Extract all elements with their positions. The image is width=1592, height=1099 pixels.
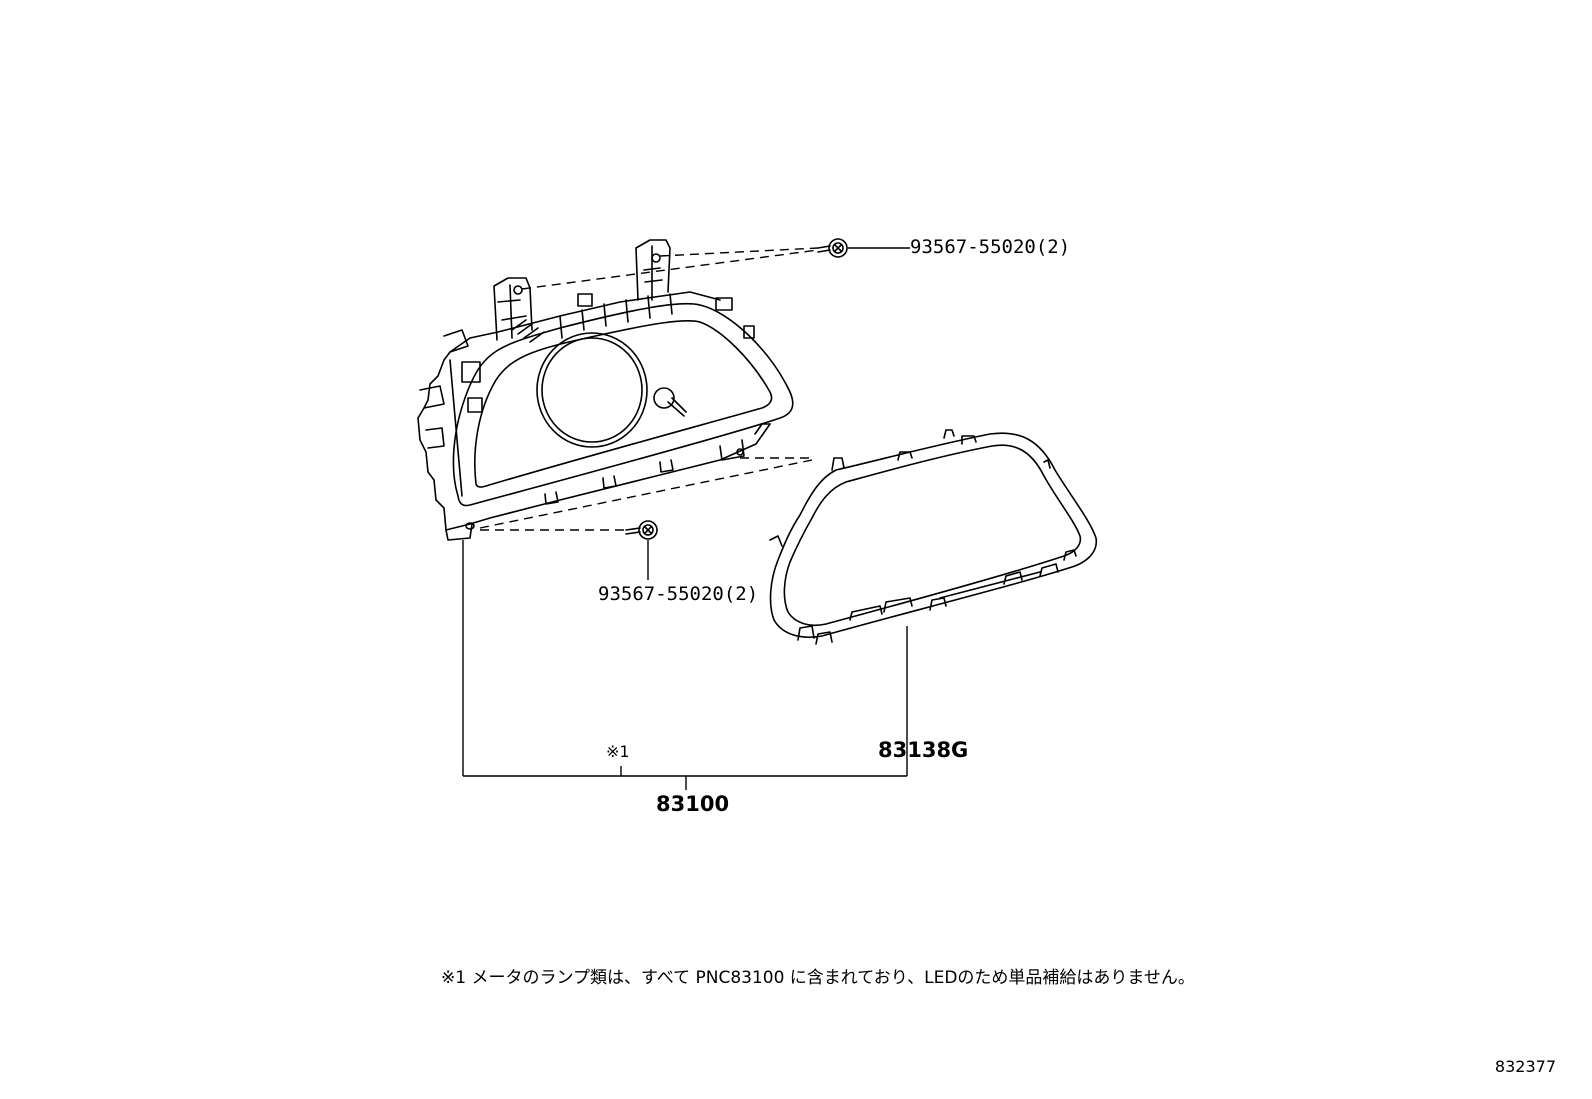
glass-cover-drawing — [770, 430, 1096, 644]
bolt-upper-label: 93567-55020(2) — [910, 236, 1071, 258]
assembly-guide-lines — [480, 248, 818, 530]
bolt-lower-drawing — [626, 521, 657, 539]
meter-assembly-label: 83100 — [656, 792, 730, 816]
meter-assembly-drawing — [418, 240, 793, 540]
glass-cover-label: 83138G — [878, 738, 969, 762]
bolt-lower-label: 93567-55020(2) — [598, 583, 759, 605]
leader-lines — [463, 248, 910, 790]
footnote-text: ※1 メータのランプ類は、すべて PNC83100 に含まれており、LEDのため… — [441, 968, 1195, 988]
bolt-upper-drawing — [818, 239, 847, 257]
illustration-id: 832377 — [1494, 1057, 1556, 1076]
note-ref-mark: ※1 — [606, 742, 630, 761]
